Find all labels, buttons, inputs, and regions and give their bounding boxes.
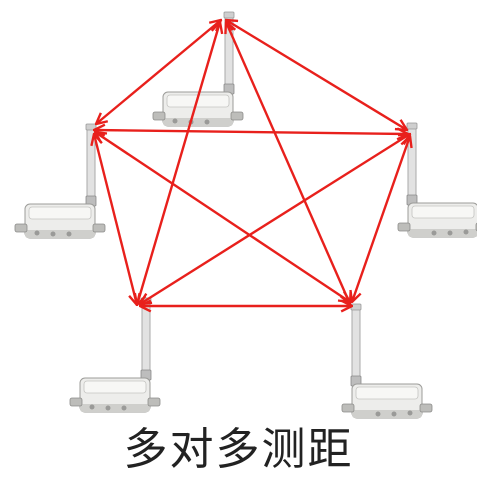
arrow-left-bottomleft [94, 134, 137, 305]
arrow-top-right [226, 20, 407, 130]
device-bottom-left [69, 297, 161, 413]
device-right [397, 122, 477, 238]
arrow-right-bottomright [352, 136, 410, 302]
arrow-left-right [94, 130, 408, 134]
device-bottom-right [341, 303, 433, 419]
caption: 多对多测距 [123, 424, 354, 475]
arrow-group [94, 20, 410, 306]
device-left [14, 123, 106, 239]
